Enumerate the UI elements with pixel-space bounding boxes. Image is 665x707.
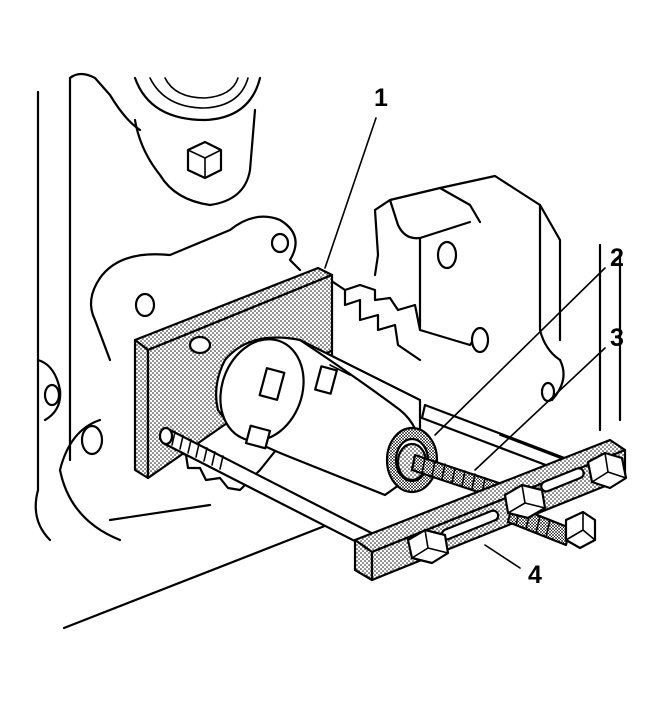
crossbar-nut-right <box>586 451 628 490</box>
callout-1: 1 <box>374 84 388 112</box>
callout-2: 2 <box>610 244 624 272</box>
leader-lines <box>324 117 606 569</box>
leader-line-1 <box>324 117 377 269</box>
leader-line-4 <box>484 544 521 569</box>
leader-line-2 <box>434 267 606 436</box>
hex-bolt-head <box>186 140 223 180</box>
crossbar-nut-left <box>406 528 450 565</box>
leader-line-3 <box>474 347 606 471</box>
callout-3: 3 <box>610 324 624 352</box>
engine-block <box>34 72 622 630</box>
center-bolt <box>503 483 597 550</box>
callout-4: 4 <box>528 561 542 589</box>
